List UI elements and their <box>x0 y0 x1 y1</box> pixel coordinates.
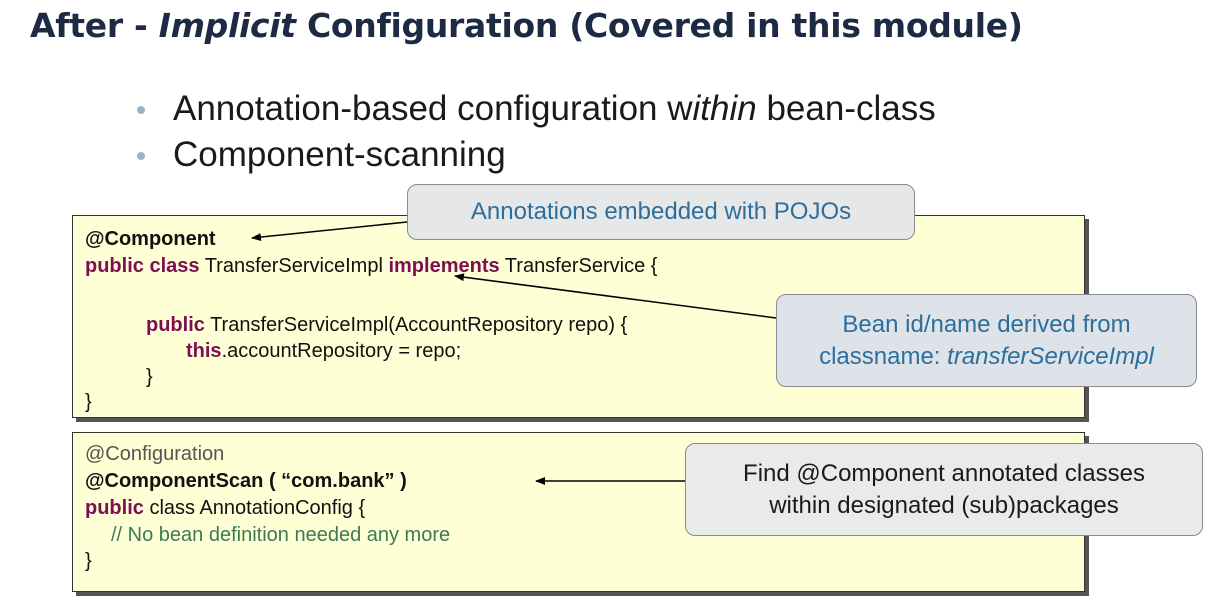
code-line-annotation: @Component <box>85 226 216 252</box>
callout-text: Annotations embedded with POJOs <box>470 198 852 225</box>
bullet-dot <box>137 106 145 114</box>
callout-text-line2: within designated (sub)packages <box>769 492 1119 519</box>
callout-text-line1: Find @Component annotated classes <box>743 460 1145 487</box>
bullet-dot <box>137 152 145 160</box>
keyword: public <box>146 314 205 336</box>
interface-name: TransferService { <box>499 255 658 277</box>
code-line-close-outer: } <box>85 389 92 415</box>
bullet-text: Component-scanning <box>173 135 506 174</box>
title-prefix: After - <box>30 6 159 45</box>
callout-text-line2: classname: transferServiceImpl <box>777 341 1196 373</box>
callout-text-italic: transferServiceImpl <box>947 343 1154 370</box>
code-line-class: public class TransferServiceImpl impleme… <box>85 253 657 279</box>
constructor-signature: TransferServiceImpl(AccountRepository re… <box>204 314 628 336</box>
slide-title: After - Implicit Configuration (Covered … <box>30 6 1023 45</box>
code-line-component-scan: @ComponentScan ( “com.bank” ) <box>85 468 407 494</box>
bullet-item: Annotation-based configuration within be… <box>135 86 936 132</box>
bullet-item: Component-scanning <box>135 132 936 178</box>
assignment: .accountRepository = repo; <box>221 340 462 362</box>
keyword: public <box>85 497 144 519</box>
callout-find-component: Find @Component annotated classes within… <box>685 443 1203 536</box>
title-suffix: Configuration (Covered in this module) <box>295 6 1023 45</box>
brace: } <box>85 550 92 572</box>
class-name: TransferServiceImpl <box>199 255 389 277</box>
code-line-class: public class AnnotationConfig { <box>85 495 365 521</box>
callout-text-line1: Bean id/name derived from <box>842 311 1131 338</box>
bullet-text-end: bean-class <box>756 89 936 128</box>
bullet-list: Annotation-based configuration within be… <box>135 86 936 178</box>
configuration-annotation: @Configuration <box>85 443 225 465</box>
bullet-italic: ithin <box>692 89 757 128</box>
code-line-comment: // No bean definition needed any more <box>111 522 450 548</box>
keyword: this <box>186 340 222 362</box>
code-comment: // No bean definition needed any more <box>111 524 451 546</box>
callout-bean-id: Bean id/name derived from classname: tra… <box>776 294 1197 387</box>
component-annotation: @Component <box>85 228 216 250</box>
callout-annotations-embedded: Annotations embedded with POJOs <box>407 184 915 240</box>
brace: } <box>85 391 92 413</box>
keyword: public class <box>85 255 200 277</box>
code-line-close-inner: } <box>146 364 153 390</box>
callout-text-prefix: classname: <box>819 343 948 370</box>
class-declaration: class AnnotationConfig { <box>143 497 366 519</box>
code-line-close: } <box>85 548 92 574</box>
code-block-annotation-config: @Configuration @ComponentScan ( “com.ban… <box>72 432 1085 592</box>
code-line-constructor: public TransferServiceImpl(AccountReposi… <box>146 312 627 338</box>
keyword: implements <box>388 255 500 277</box>
code-line-assignment: this.accountRepository = repo; <box>186 338 461 364</box>
code-line-configuration: @Configuration <box>85 441 224 467</box>
title-italic: Implicit <box>158 6 296 45</box>
bullet-text: Annotation-based configuration w <box>173 89 693 128</box>
brace: } <box>146 366 153 388</box>
component-scan-annotation: @ComponentScan ( “com.bank” ) <box>85 470 407 492</box>
